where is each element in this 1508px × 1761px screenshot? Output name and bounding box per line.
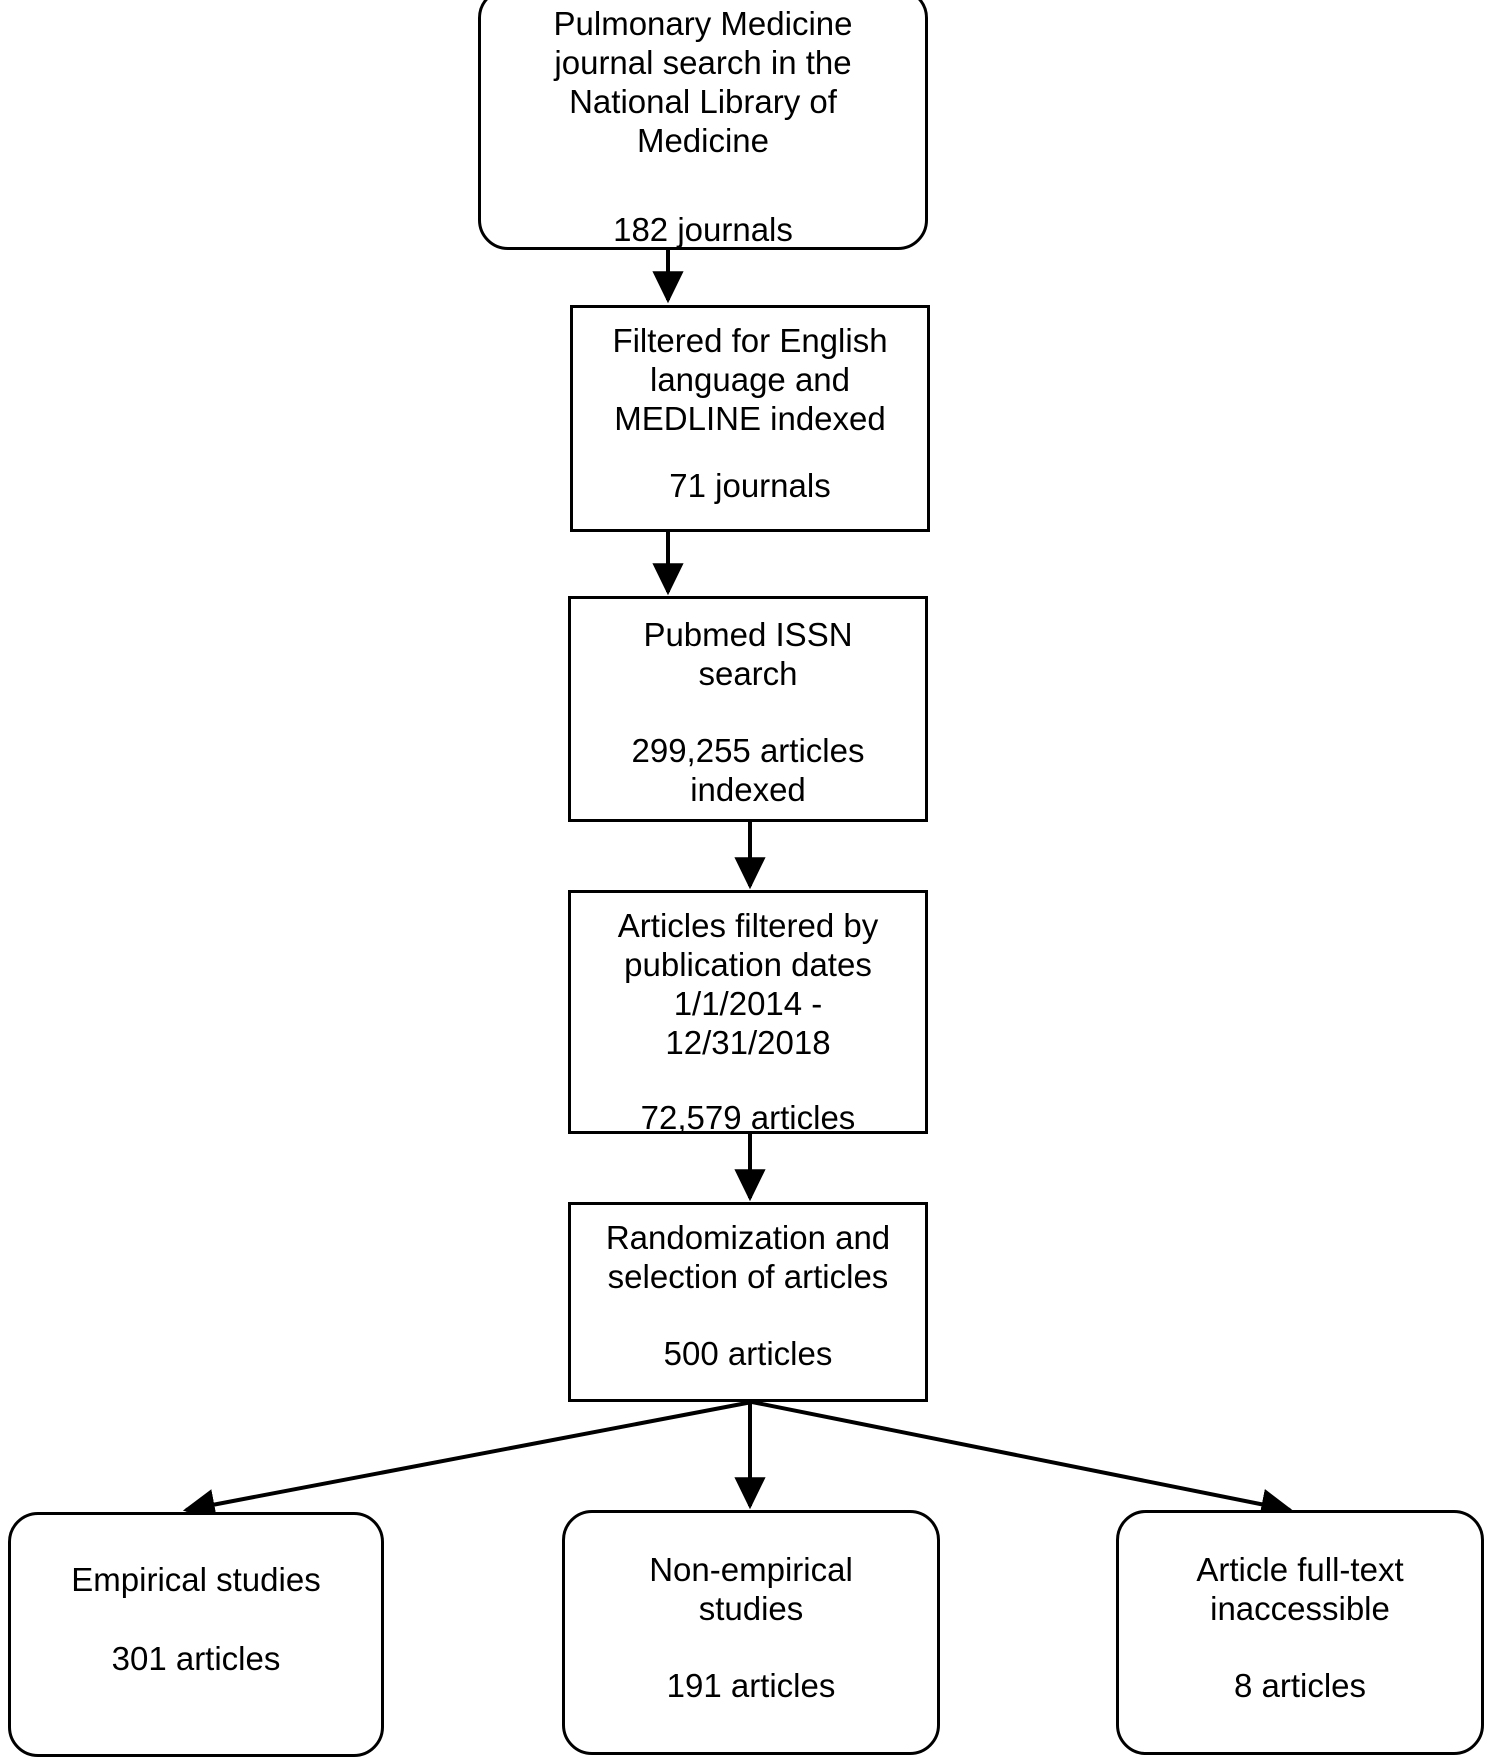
node-language-filter: Filtered for English language and MEDLIN… <box>570 305 930 532</box>
node-date-filter-title: Articles filtered by publication dates 1… <box>617 907 879 1061</box>
node-randomization-count: 500 articles <box>663 1334 833 1372</box>
node-journal-search: Pulmonary Medicine journal search in the… <box>478 0 928 250</box>
node-issn-search-title: Pubmed ISSN search <box>643 616 853 692</box>
node-article-full-text-inaccessible-title: Article full-text inaccessible <box>1196 1551 1404 1627</box>
node-empirical-studies-count: 301 articles <box>111 1639 281 1677</box>
node-journal-search-title: Pulmonary Medicine journal search in the… <box>553 5 853 159</box>
node-randomization-title: Randomization and selection of articles <box>605 1219 891 1295</box>
node-date-filter: Articles filtered by publication dates 1… <box>568 890 928 1136</box>
node-article-full-text-inaccessible: Article full-text inaccessible 8 article… <box>1116 1510 1484 1755</box>
node-language-filter-title: Filtered for English language and MEDLIN… <box>612 322 888 437</box>
node-journal-search-count: 182 journals <box>613 210 793 248</box>
node-language-filter-count: 71 journals <box>669 466 831 504</box>
edge-randomization-to-inaccessible <box>751 1400 1294 1520</box>
node-empirical-studies: Empirical studies 301 articles <box>8 1512 384 1757</box>
node-randomization: Randomization and selection of articles … <box>568 1202 928 1402</box>
node-issn-search: Pubmed ISSN search 299,255 articles inde… <box>568 596 928 822</box>
node-date-filter-count: 72,579 articles <box>640 1098 856 1136</box>
node-non-empirical-studies: Non-empirical studies 191 articles <box>562 1510 940 1755</box>
node-article-full-text-inaccessible-count: 8 articles <box>1233 1666 1367 1704</box>
edge-randomization-to-empirical <box>182 1400 753 1520</box>
node-non-empirical-studies-count: 191 articles <box>666 1666 836 1704</box>
node-issn-search-count: 299,255 articles indexed <box>631 731 865 808</box>
node-non-empirical-studies-title: Non-empirical studies <box>649 1551 853 1627</box>
node-empirical-studies-title: Empirical studies <box>71 1561 321 1598</box>
